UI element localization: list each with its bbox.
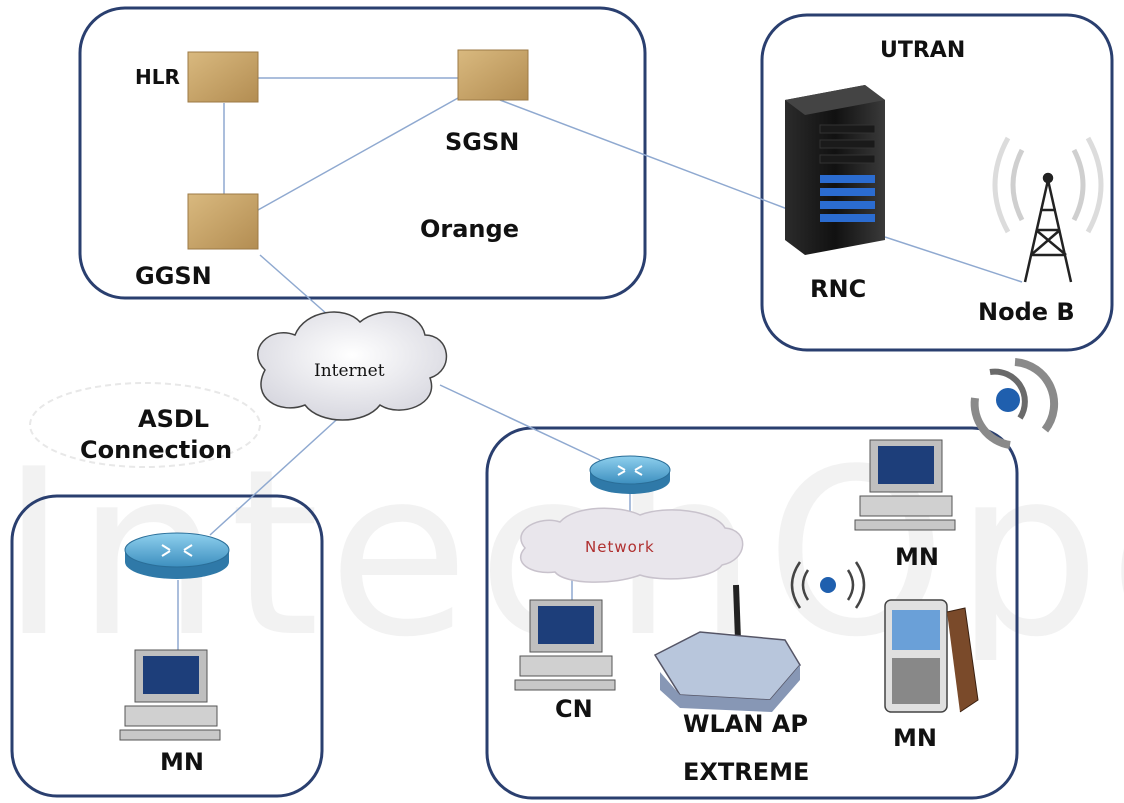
ggsn-label: GGSN (135, 262, 212, 290)
extreme-region (485, 426, 1019, 800)
pc-home-mn (119, 649, 221, 741)
node-b-tower (992, 136, 1104, 283)
hlr-box (187, 51, 259, 103)
sgsn-label: SGSN (445, 128, 520, 156)
mn-home-label: MN (160, 748, 204, 776)
utran-wireless-signal (970, 358, 1059, 449)
utran-region (760, 13, 1114, 352)
wlan-wireless-signal (790, 561, 866, 609)
home-network-region (10, 494, 324, 798)
utran-label: UTRAN (880, 38, 966, 63)
link-ggsn-sgsn (257, 97, 459, 211)
network-label: Network (585, 538, 655, 556)
internet-cloud (257, 311, 447, 421)
link-rnc-nodeb (884, 236, 1023, 283)
wlan-ap-device (653, 584, 801, 712)
network-cloud (519, 507, 744, 583)
extreme-router (589, 455, 671, 494)
asdl-ellipse (29, 382, 261, 468)
orange-label: Orange (420, 215, 519, 243)
link-internet-router (439, 384, 601, 461)
extreme-label: EXTREME (683, 758, 810, 786)
hlr-label: HLR (135, 65, 180, 89)
rnc-label: RNC (810, 275, 867, 303)
pc-mn-right (854, 439, 956, 531)
sgsn-box (457, 49, 529, 101)
connection-label: Connection (80, 436, 233, 464)
ggsn-box (187, 193, 259, 250)
home-router (124, 532, 230, 579)
node-b-label: Node B (978, 298, 1075, 326)
cn-label: CN (555, 695, 593, 723)
link-internet-homerouter (209, 411, 346, 536)
mn-phone-label: MN (893, 724, 937, 752)
core-network-region (78, 6, 647, 300)
link-sgsn-rnc (499, 99, 791, 211)
asdl-label: ASDL (138, 405, 210, 433)
rnc-server (785, 85, 885, 255)
wlan-ap-label: WLAN AP (683, 710, 808, 738)
internet-label: Internet (314, 361, 385, 381)
mn-pc-label: MN (895, 543, 939, 571)
smartphone-mn (884, 599, 979, 713)
pc-cn (514, 599, 616, 691)
